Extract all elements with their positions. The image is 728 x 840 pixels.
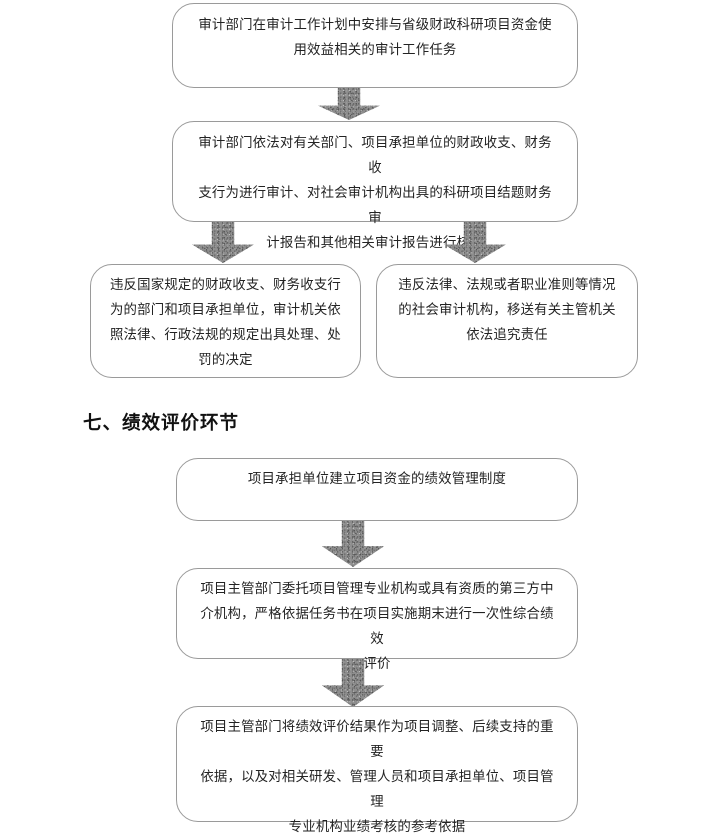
node-perf-management-system-label: 项目承担单位建立项目资金的绩效管理制度 [247,472,507,487]
node-penalty-social-audit[interactable]: 违反法律、法规或者职业准则等情况 的社会审计机构，移送有关主管机关 依法追究责任 [376,264,638,378]
arrow-down-icon-audit-1 [318,88,380,120]
node-penalty-departments[interactable]: 违反国家规定的财政收支、财务收支行 为的部门和项目承担单位，审计机关依 照法律、… [90,264,361,378]
node-audit-review[interactable]: 审计部门依法对有关部门、项目承担单位的财政收支、财务收 支行为进行审计、对社会审… [172,121,578,251]
node-audit-review-label: 审计部门依法对有关部门、项目承担单位的财政收支、财务收 支行为进行审计、对社会审… [198,136,552,251]
node-penalty-departments-label: 违反国家规定的财政收支、财务收支行 为的部门和项目承担单位，审计机关依 照法律、… [109,278,342,368]
node-audit-plan-task-label: 审计部门在审计工作计划中安排与省级财政科研项目资金使 用效益相关的审计工作任务 [198,18,552,58]
node-perf-evaluation-entrust[interactable]: 项目主管部门委托项目管理专业机构或具有资质的第三方中 介机构，严格依据任务书在项… [176,568,578,672]
node-perf-result-usage-label: 项目主管部门将绩效评价结果作为项目调整、后续支持的重要 依据，以及对相关研发、管… [200,720,554,835]
section-heading-performance-evaluation: 七、绩效评价环节 [83,413,240,434]
node-perf-management-system[interactable]: 项目承担单位建立项目资金的绩效管理制度 [176,458,578,521]
node-penalty-social-audit-label: 违反法律、法规或者职业准则等情况 的社会审计机构，移送有关主管机关 依法追究责任 [398,278,616,343]
node-perf-result-usage[interactable]: 项目主管部门将绩效评价结果作为项目调整、后续支持的重要 依据，以及对相关研发、管… [176,706,578,835]
node-perf-evaluation-entrust-label: 项目主管部门委托项目管理专业机构或具有资质的第三方中 介机构，严格依据任务书在项… [200,582,554,672]
arrow-down-icon-perf-1 [322,521,384,567]
node-audit-plan-task[interactable]: 审计部门在审计工作计划中安排与省级财政科研项目资金使 用效益相关的审计工作任务 [172,3,578,88]
